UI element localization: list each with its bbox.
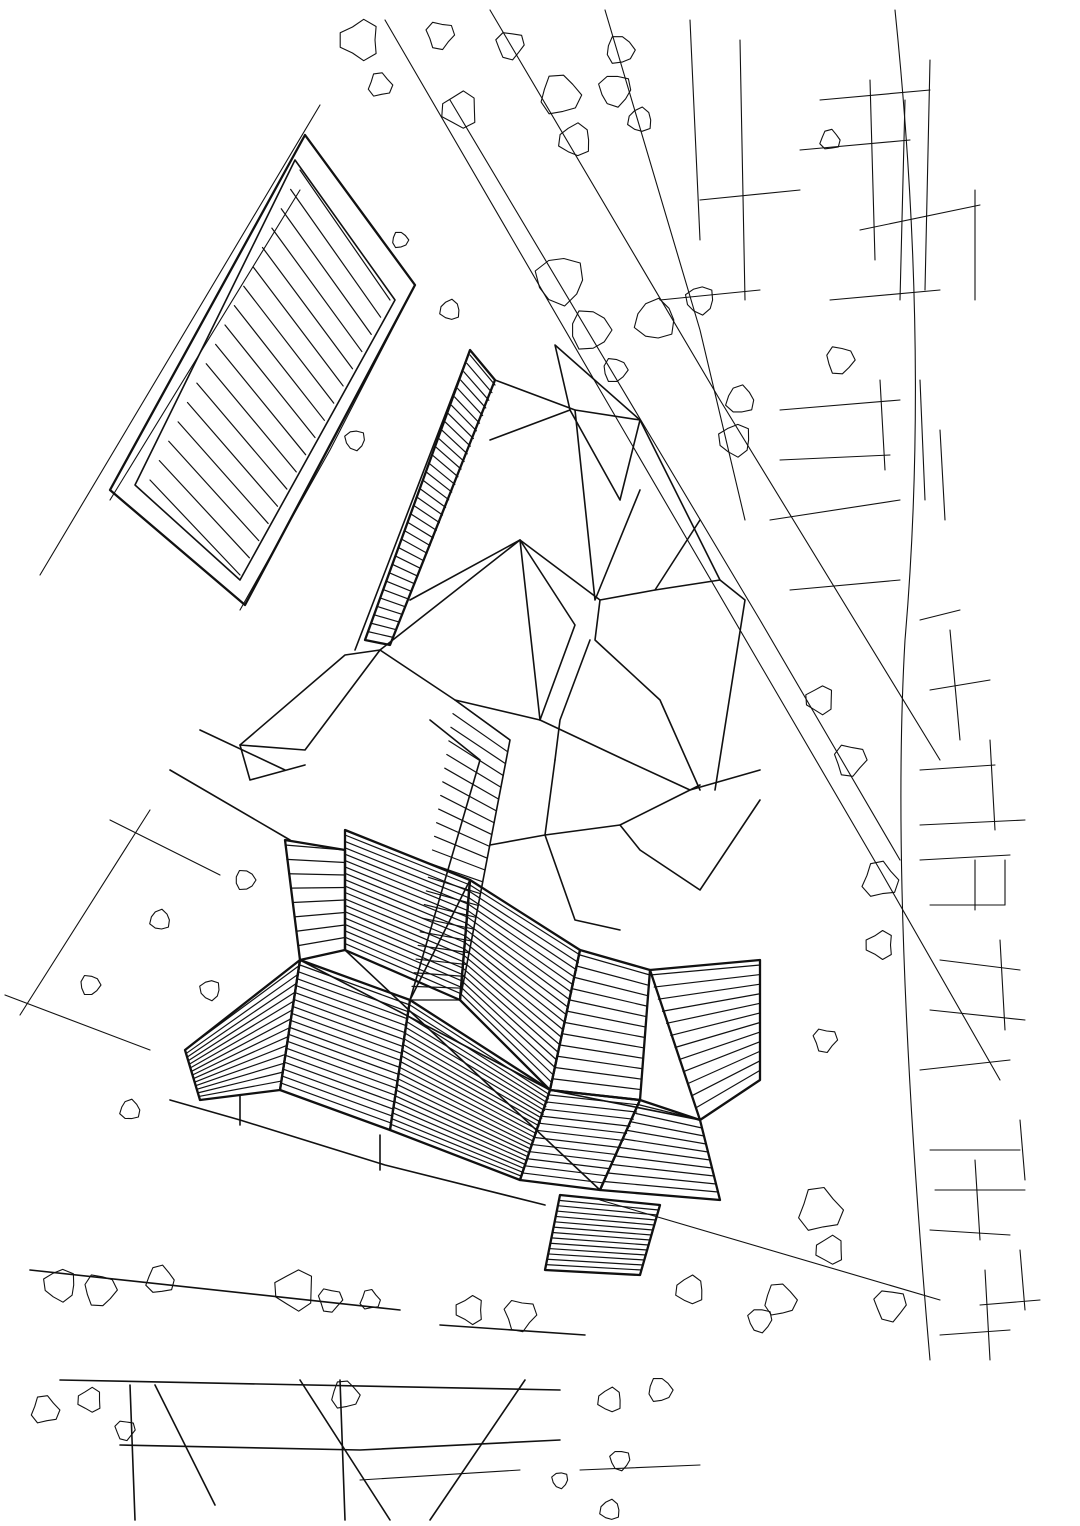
- central-building: [169, 344, 762, 1277]
- top-left-building: [39, 104, 417, 611]
- right-building-grid: [659, 19, 1041, 1361]
- trees: [30, 18, 907, 1520]
- bottom-strip: [29, 1269, 701, 1521]
- roads: [4, 9, 1001, 1361]
